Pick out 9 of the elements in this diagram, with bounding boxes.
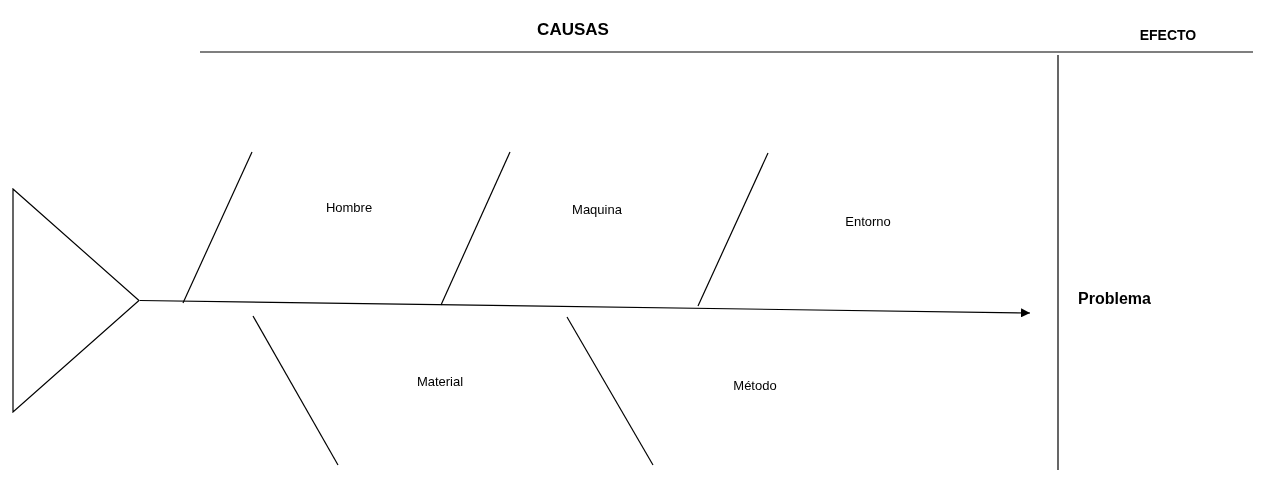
- cause-label: Maquina: [572, 201, 622, 217]
- section-heading: CAUSAS: [537, 20, 609, 40]
- effect-label: Problema: [1078, 290, 1152, 308]
- cause-label: Hombre: [325, 199, 373, 215]
- section-heading: EFECTO: [1139, 27, 1197, 43]
- cause-label: Método: [733, 377, 777, 393]
- cause-label: Material: [416, 373, 464, 389]
- cause-label: Entorno: [845, 213, 891, 229]
- spine-arrow: [139, 299, 1031, 318]
